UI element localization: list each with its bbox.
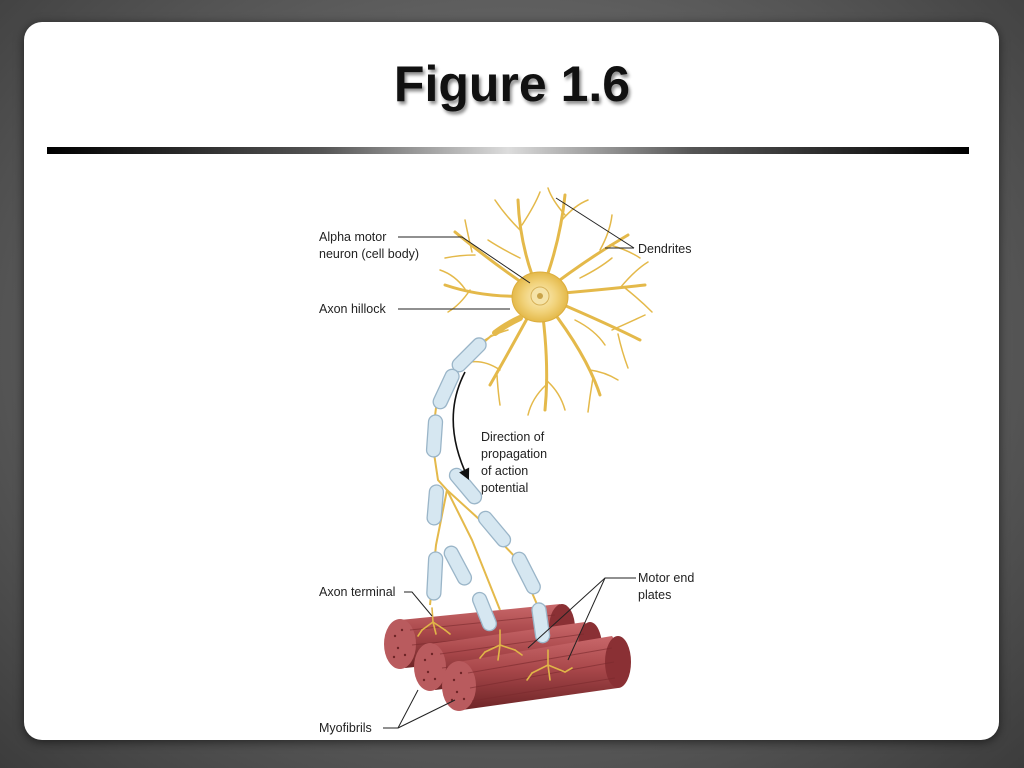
label-alpha-motor-2: neuron (cell body) xyxy=(319,247,419,261)
label-axon-hillock: Axon hillock xyxy=(319,302,386,316)
label-myofibrils: Myofibrils xyxy=(319,721,372,735)
terminal-1 xyxy=(417,607,451,637)
axon-terminals xyxy=(417,607,573,681)
axon-hillock xyxy=(492,315,523,336)
myelin-sheath xyxy=(425,337,551,644)
leader-lines xyxy=(383,197,636,729)
terminal-2 xyxy=(479,629,523,661)
terminal-3 xyxy=(526,649,573,681)
label-motor-end-1: Motor end xyxy=(638,571,694,585)
label-axon-terminal: Axon terminal xyxy=(319,585,395,599)
label-alpha-motor-1: Alpha motor xyxy=(319,230,386,244)
title-divider xyxy=(47,147,969,154)
label-direction-2: propagation xyxy=(481,447,547,461)
label-direction-4: potential xyxy=(481,481,528,495)
axon xyxy=(425,334,551,644)
propagation-arrow xyxy=(452,371,470,481)
muscle-fiber-front xyxy=(442,636,631,711)
nucleolus xyxy=(537,293,543,299)
cell-body xyxy=(492,271,569,336)
myofibril-ends xyxy=(392,628,466,702)
myofibrils-bundle xyxy=(384,604,631,711)
diagram-labels: Alpha motor neuron (cell body) Axon hill… xyxy=(319,230,694,735)
label-direction-3: of action xyxy=(481,464,528,478)
label-direction-1: Direction of xyxy=(481,430,545,444)
label-motor-end-2: plates xyxy=(638,588,671,602)
label-dendrites: Dendrites xyxy=(638,242,692,256)
slide-title: Figure 1.6 xyxy=(393,56,631,112)
